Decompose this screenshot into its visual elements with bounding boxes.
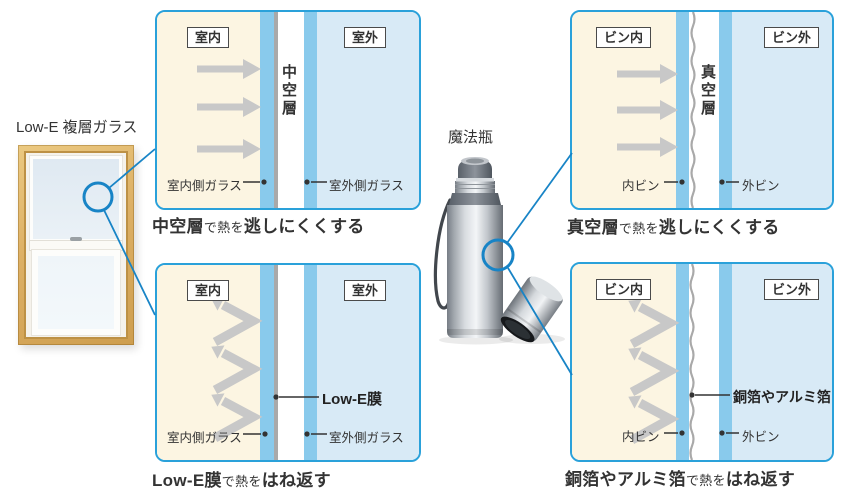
heat-bounce-arrows [628, 264, 739, 460]
caption-plain: で熱を [203, 220, 244, 235]
bottle-inside-tag: ビン内 [596, 279, 652, 300]
inner-bottle-stripe [676, 12, 689, 208]
caption-emphasis: 中空層 [152, 217, 204, 236]
foil-wavy-line [690, 12, 696, 208]
caption-air-layer: 中空層で熱を逃しにくくする [152, 212, 365, 237]
thermos-body [447, 205, 503, 338]
heat-arrow [617, 100, 678, 120]
heat-arrow [197, 139, 261, 159]
bounce-arrow [629, 303, 680, 348]
thermos-section-label: 魔法瓶 [448, 129, 494, 146]
inner-glass-stripe [260, 265, 274, 460]
bounce-arrow [212, 397, 263, 442]
outer-bottle-label: 外ビン [742, 430, 780, 444]
inner-bottle-label: 内ビン [622, 430, 660, 444]
thermos-neck-rings [455, 181, 495, 193]
window-upper-glass [33, 159, 119, 239]
bounce-arrow [629, 399, 680, 444]
outer-bottle-label: 外ビン [742, 179, 780, 193]
foil-label: 銅箔やアルミ箔 [733, 389, 831, 405]
thermos-shoulder [449, 193, 501, 205]
caption-emphasis: 逃しにくくする [658, 218, 780, 237]
outer-glass-label: 室外側ガラス [329, 179, 404, 193]
panel-air-layer: 室内 室外 中空層 室内側ガラス 室外側ガラス [155, 10, 421, 210]
window-lower-glass [38, 256, 114, 329]
glass-section-label: Low-E 複層ガラス [16, 119, 138, 136]
bottle-outside-tag: ビン外 [764, 27, 820, 48]
lowe-film-stripe [274, 265, 278, 460]
window-photo [18, 145, 134, 345]
caption-plain: で熱を [618, 221, 659, 236]
caption-lowe-film: Low-E膜で熱をはね返す [152, 466, 331, 491]
panel-vacuum-layer: ビン内 ビン外 真空層 内ビン 外ビン [570, 10, 834, 210]
inner-glass-label: 室内側ガラス [167, 179, 242, 193]
panel-foil: ビン内 ビン外 銅箔やアルミ箔 内ビン 外ビン [570, 262, 834, 462]
thermos-photo [433, 157, 565, 345]
caption-plain: で熱を [685, 473, 726, 488]
bottle-outside-tag: ビン外 [764, 279, 820, 300]
caption-vacuum-layer: 真空層で熱を逃しにくくする [567, 213, 780, 238]
caption-emphasis: 逃しにくくする [243, 217, 365, 236]
caption-emphasis: はね返す [261, 471, 331, 490]
indoor-tag: 室内 [187, 280, 230, 301]
heat-arrow [197, 59, 261, 79]
caption-emphasis: 銅箔やアルミ箔 [565, 470, 686, 489]
vacuum-layer-vertical-label: 真空層 [699, 64, 716, 118]
caption-foil: 銅箔やアルミ箔で熱をはね返す [565, 465, 795, 490]
thermos-base-rim [447, 329, 503, 335]
inner-glass-stripe [260, 12, 274, 208]
inner-glass-label: 室内側ガラス [167, 431, 242, 445]
outer-bottle-stripe [719, 12, 732, 208]
air-layer-vertical-label: 中空層 [280, 64, 297, 118]
caption-emphasis: はね返す [725, 470, 796, 489]
outdoor-tag: 室外 [344, 280, 387, 301]
foil-wavy-line [689, 264, 695, 460]
bounce-arrow [629, 351, 680, 396]
heat-arrow [617, 64, 678, 84]
heat-arrow [197, 97, 261, 117]
lowe-film-label: Low-E膜 [322, 391, 382, 408]
window-upper-sash [29, 155, 123, 243]
heat-bounce-arrows [211, 297, 327, 442]
heat-flow-arrows [197, 59, 327, 185]
caption-emphasis: Low-E膜 [152, 471, 222, 490]
outer-glass-stripe [304, 265, 317, 460]
outer-bottle-stripe [719, 264, 732, 460]
bounce-arrow [212, 349, 263, 394]
indoor-tag: 室内 [187, 27, 230, 48]
caption-plain: で熱を [221, 474, 262, 489]
coating-stripe [274, 12, 278, 208]
inner-bottle-label: 内ビン [622, 179, 660, 193]
thermos-stopper [458, 159, 492, 181]
panel-lowe-film: 室内 室外 Low-E膜 室内側ガラス 室外側ガラス [155, 263, 421, 462]
caption-emphasis: 真空層 [567, 218, 619, 237]
window-latch [70, 237, 82, 241]
window-lower-sash [31, 249, 121, 336]
bottle-inside-tag: ビン内 [596, 27, 652, 48]
heat-arrow [617, 137, 678, 157]
outer-glass-label: 室外側ガラス [329, 431, 404, 445]
heat-flow-arrows [617, 12, 739, 208]
outer-glass-stripe [304, 12, 317, 208]
bounce-arrow [212, 301, 263, 346]
inner-bottle-stripe [676, 264, 689, 460]
outdoor-tag: 室外 [344, 27, 387, 48]
